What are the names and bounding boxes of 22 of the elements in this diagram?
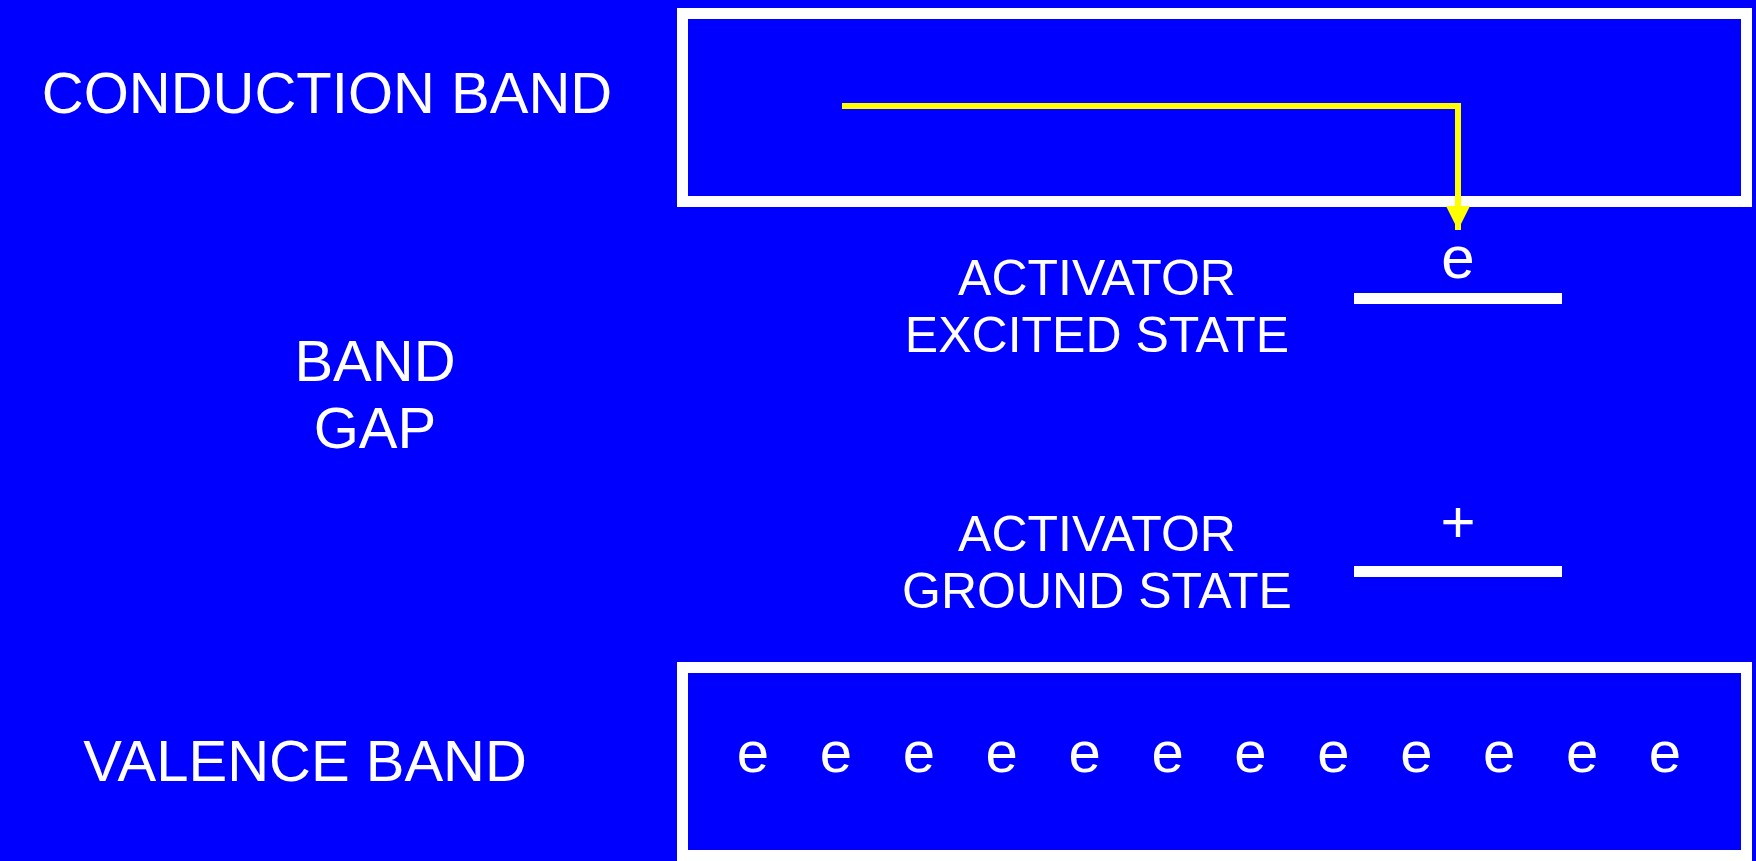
electron-symbol: e — [901, 720, 936, 784]
level-label: ACTIVATOR EXCITED STATE — [903, 250, 1291, 364]
electron-symbol: e — [818, 720, 854, 784]
transition-arrow — [842, 103, 1470, 230]
electron-symbol: e — [1233, 720, 1268, 784]
band-label: CONDUCTION BAND — [40, 60, 614, 127]
electron-symbol: e — [1067, 720, 1102, 784]
charge-symbol: + — [1439, 490, 1477, 554]
band-label: VALENCE BAND — [82, 728, 528, 795]
electron-symbol: e — [1482, 720, 1517, 784]
electron-symbol: e — [1316, 720, 1351, 784]
electron-symbol: e — [1647, 720, 1683, 784]
electron-symbol: e — [1564, 720, 1600, 784]
electron-symbol: e — [984, 720, 1019, 784]
valence-band-box — [677, 662, 1752, 861]
electron-symbol: e — [1150, 720, 1185, 784]
electron-symbol: e — [735, 720, 771, 784]
band-label: BAND GAP — [293, 328, 457, 462]
charge-symbol: e — [1440, 226, 1476, 290]
conduction-band-box — [677, 8, 1752, 207]
electron-symbol: e — [1399, 720, 1434, 784]
level-label: ACTIVATOR GROUND STATE — [901, 506, 1293, 620]
